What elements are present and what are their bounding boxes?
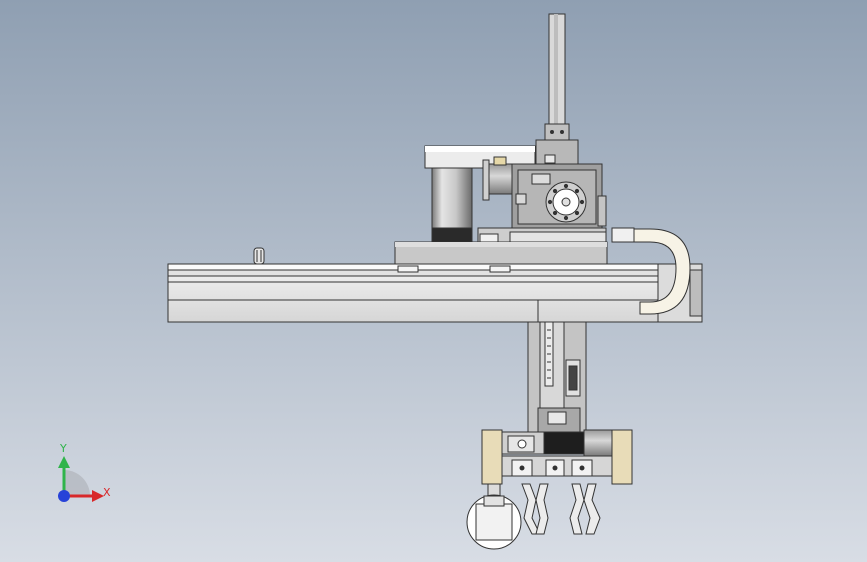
vertical-mast <box>535 13 579 165</box>
triad-arc <box>64 470 90 496</box>
y-axis-label: Y <box>60 442 67 455</box>
drive-bracket <box>424 145 536 169</box>
gripper-end-blocks <box>481 429 633 485</box>
horizontal-beam <box>167 263 703 323</box>
gripper-fingers-left <box>521 483 549 535</box>
carriage-base <box>394 227 608 265</box>
coordinate-triad <box>58 456 104 502</box>
beam-knob <box>253 247 265 265</box>
carriage-gearbox <box>511 163 607 229</box>
z-axis-dot <box>58 490 70 502</box>
cable-chain <box>611 227 691 315</box>
x-axis-label: X <box>103 486 111 499</box>
x-axis-arrow <box>92 490 104 502</box>
gripper-crossbar <box>497 429 631 457</box>
reducer-drum <box>431 167 473 245</box>
vacuum-cup <box>466 483 522 550</box>
gripper-cylinders <box>501 455 613 477</box>
vertical-axis-lower <box>527 321 587 435</box>
y-axis-arrow <box>58 456 70 468</box>
gripper-fingers-right <box>569 483 601 535</box>
